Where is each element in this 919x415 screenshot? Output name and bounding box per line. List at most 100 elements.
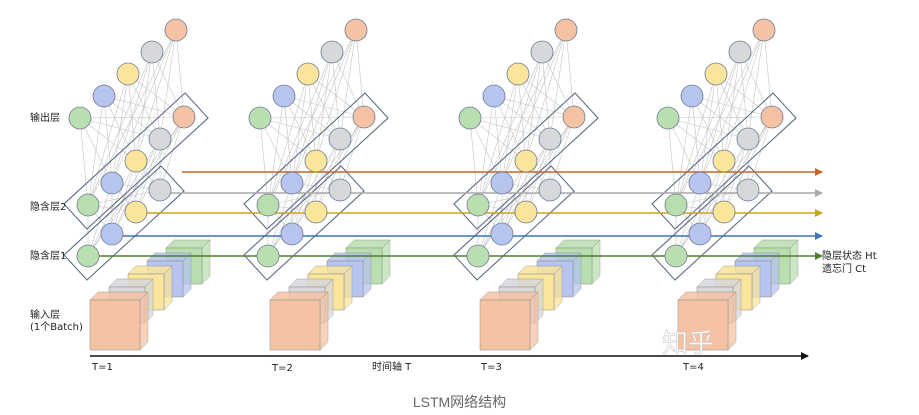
- neuron-node: [538, 178, 562, 202]
- connection-line: [541, 51, 575, 118]
- neuron-node: [736, 127, 760, 151]
- neuron-node: [100, 171, 124, 195]
- neuron-node: [164, 18, 188, 42]
- connection-line: [79, 117, 113, 184]
- connection-line: [87, 189, 161, 206]
- input-cube-side: [727, 291, 737, 351]
- connection-line: [151, 51, 185, 118]
- layer-boxes: [63, 92, 797, 281]
- input-cube-top: [677, 291, 737, 301]
- connection-line: [469, 117, 479, 206]
- connection-line: [103, 95, 185, 118]
- neuron-node: [76, 244, 100, 268]
- layer-box: [243, 92, 389, 230]
- connection-line: [549, 116, 575, 191]
- connection-line: [667, 116, 773, 119]
- connection-line: [259, 117, 269, 206]
- input-cube-side: [770, 252, 780, 298]
- neuron-node: [124, 149, 148, 173]
- neuron-node: [712, 149, 736, 173]
- connection-line: [667, 117, 677, 206]
- connection-line: [175, 29, 185, 118]
- neuron-node: [148, 127, 172, 151]
- input-cube-side: [201, 239, 211, 285]
- neuron-node: [304, 149, 328, 173]
- neuron-node: [304, 200, 328, 224]
- timestep-label: T=4: [682, 362, 704, 373]
- neuron-node: [664, 244, 688, 268]
- timestep-label: T=1: [91, 362, 113, 373]
- neuron-node: [664, 193, 688, 217]
- input-batch-label: (1个Batch): [30, 321, 83, 333]
- input-cube-side: [362, 252, 372, 298]
- input-cube-side: [789, 239, 799, 285]
- layer-box: [651, 92, 797, 230]
- connection-line: [565, 29, 575, 118]
- neuron-node: [490, 222, 514, 246]
- input-cube-side: [553, 265, 563, 311]
- neuron-node: [704, 62, 728, 86]
- neuron-node: [280, 222, 304, 246]
- neuron-node: [328, 127, 352, 151]
- connection-line: [739, 51, 773, 118]
- neuron-node: [538, 127, 562, 151]
- neuron-node: [562, 105, 586, 129]
- output-layer-label: 输出层: [30, 111, 60, 124]
- neuron-node: [482, 84, 506, 108]
- input-cube: [479, 299, 531, 351]
- input-cube-side: [139, 291, 149, 351]
- connection-line: [79, 117, 137, 162]
- input-cube-side: [529, 291, 539, 351]
- neuron-node: [554, 18, 578, 42]
- neuron-node: [506, 62, 530, 86]
- input-cube-side: [751, 265, 761, 311]
- connection-line: [517, 73, 575, 118]
- connection-line: [79, 117, 89, 206]
- connection-line: [79, 117, 161, 140]
- input-cube-side: [182, 252, 192, 298]
- input-cube: [269, 299, 321, 351]
- connection-line: [469, 116, 575, 119]
- neuron-node: [752, 18, 776, 42]
- neuron-node: [248, 106, 272, 130]
- neuron-node: [514, 200, 538, 224]
- neuron-node: [328, 178, 352, 202]
- neuron-node: [76, 193, 100, 217]
- watermark-text: 知乎: [662, 329, 714, 359]
- connection-line: [339, 116, 365, 191]
- neuron-node: [352, 105, 376, 129]
- neuron-node: [140, 40, 164, 64]
- connection-line: [691, 95, 773, 118]
- connection-line: [493, 95, 575, 118]
- hidden-layer-2-label: 隐含层2: [30, 200, 66, 213]
- timestep-label: T=3: [480, 362, 502, 373]
- neuron-node: [68, 106, 92, 130]
- input-cube-top: [269, 291, 329, 301]
- neuron-node: [344, 18, 368, 42]
- neuron-nodes: [68, 18, 784, 268]
- hidden-state-label: 隐层状态 Ht: [822, 249, 877, 262]
- connection-line: [747, 116, 773, 191]
- connection-line: [469, 117, 551, 140]
- connection-line: [469, 117, 527, 162]
- connection-line: [283, 95, 365, 118]
- forget-gate-label: 遗忘门 Ct: [822, 262, 866, 275]
- neuron-node: [92, 84, 116, 108]
- neuron-node: [116, 62, 140, 86]
- layer-box: [453, 92, 599, 230]
- hidden-layer-1-label: 隐含层1: [30, 249, 66, 262]
- neuron-node: [688, 222, 712, 246]
- connection-line: [331, 51, 365, 118]
- neuron-node: [320, 40, 344, 64]
- connection-line: [667, 117, 749, 140]
- connection-line: [715, 73, 773, 118]
- neuron-node: [296, 62, 320, 86]
- input-cube-side: [343, 265, 353, 311]
- neuron-node: [466, 244, 490, 268]
- neuron-node: [100, 222, 124, 246]
- neuron-node: [280, 171, 304, 195]
- layer-box: [63, 92, 209, 230]
- connection-line: [667, 117, 725, 162]
- neuron-node: [656, 106, 680, 130]
- neuron-node: [680, 84, 704, 108]
